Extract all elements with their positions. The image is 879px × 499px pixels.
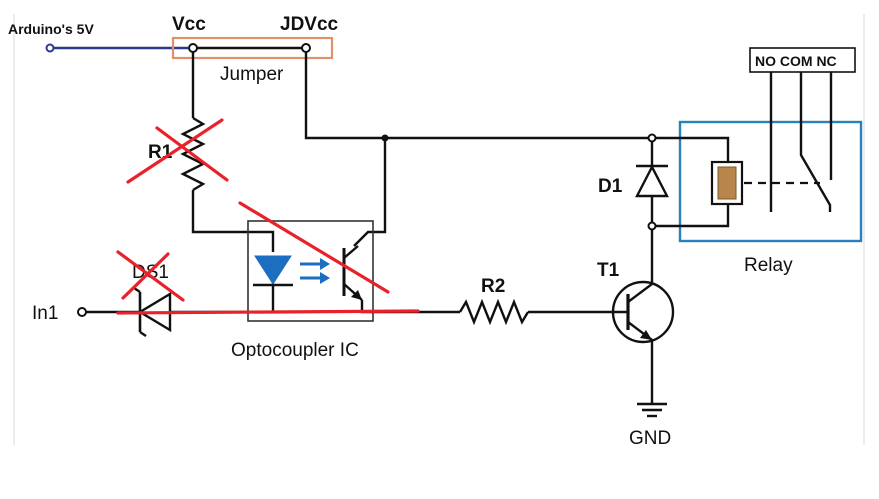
jdvcc-terminal: [301, 43, 311, 53]
label-r2: R2: [481, 276, 505, 297]
optocoupler-box: [247, 220, 374, 322]
strike-optocoupler: [238, 201, 390, 294]
strike-annotations: [116, 118, 420, 315]
label-arduino-5v: Arduino's 5V: [8, 21, 94, 37]
label-optocoupler: Optocoupler IC: [231, 340, 359, 361]
label-t1: T1: [597, 260, 620, 281]
relay-contacts-box: [749, 47, 856, 73]
transistor-t1: [611, 280, 675, 344]
in1-terminal: [77, 307, 87, 317]
ground-icon: [637, 402, 667, 418]
strike-ds1-b: [121, 252, 170, 300]
label-relay-contacts: NO COM NC: [755, 53, 837, 69]
vcc-terminal: [188, 43, 198, 53]
relay-top-node: [647, 133, 657, 143]
label-gnd: GND: [629, 428, 671, 449]
resistor-r2: [458, 298, 530, 326]
relay-bottom-node: [647, 221, 657, 231]
relay: NO COM NC: [656, 47, 863, 243]
optocoupler-ic: [247, 220, 374, 322]
r1-to-led-wire: [191, 190, 275, 252]
jumper-box: [171, 36, 334, 60]
arduino-5v-wire: [45, 43, 188, 53]
resistor-r1: [180, 116, 206, 192]
jdvcc-bus: [304, 52, 652, 140]
collector-wire: [353, 138, 387, 247]
label-relay: Relay: [744, 255, 793, 276]
coil-bottom-wire: [656, 204, 730, 228]
label-in1: In1: [32, 303, 58, 324]
label-jumper: Jumper: [220, 64, 284, 85]
jumper: [171, 36, 334, 60]
strike-r1-a: [126, 118, 224, 184]
label-jdvcc: JDVcc: [280, 14, 339, 35]
strike-ds1-a: [116, 250, 185, 302]
strike-input-line: [116, 309, 420, 315]
label-vcc: Vcc: [172, 14, 206, 35]
diode-d1: [635, 142, 669, 222]
coil-top-wire: [656, 136, 730, 162]
label-d1: D1: [598, 176, 623, 197]
contact-com: [799, 72, 832, 212]
strike-r1-b: [155, 126, 229, 182]
led-icon: [254, 255, 292, 285]
light-arrows-icon: [300, 258, 330, 284]
